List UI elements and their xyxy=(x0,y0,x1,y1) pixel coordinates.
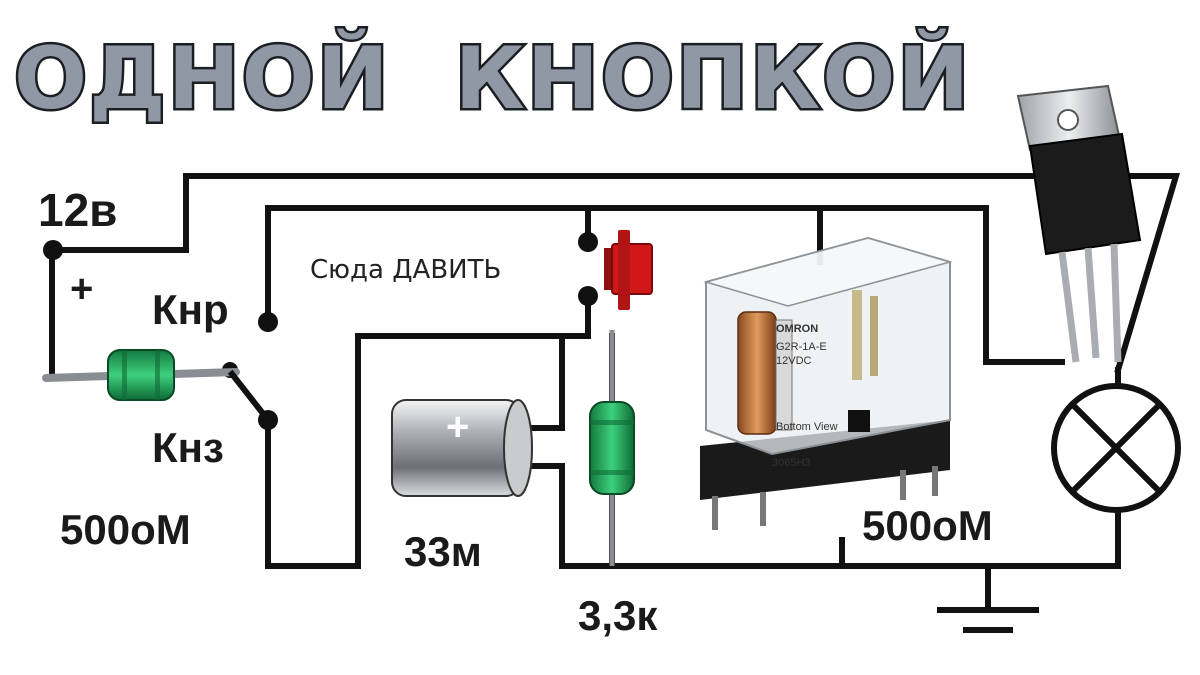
capacitor: + xyxy=(391,399,533,497)
relay-view: Bottom View xyxy=(776,421,838,433)
push-button xyxy=(604,230,653,310)
diode-body xyxy=(107,349,175,401)
lamp-symbol xyxy=(1051,383,1181,513)
resistor-value-label: 3,3к xyxy=(578,592,658,639)
relay-code: 3065H3 xyxy=(772,457,811,469)
relay-voltage: 12VDC xyxy=(776,355,812,367)
no-contact-label: Кнз xyxy=(152,424,224,471)
wiring xyxy=(49,173,1181,633)
capacitor-plus-sign: + xyxy=(446,405,469,449)
capacitor-value-label: 33м xyxy=(404,528,482,575)
title: ОДНОЙ КНОПКОЙ xyxy=(14,28,971,129)
plus-label: + xyxy=(70,267,93,311)
relay: OMRON G2R-1A-E 12VDC Bottom View 3065H3 xyxy=(700,236,953,530)
transistor xyxy=(1016,84,1142,363)
resistor xyxy=(589,330,635,566)
voltage-label: 12в xyxy=(38,184,117,236)
relay-resistance-label: 500оМ xyxy=(862,502,993,549)
relay-brand: OMRON xyxy=(776,323,818,335)
coil-resistance-left-label: 500оМ xyxy=(60,506,191,553)
push-here-label: Сюда ДАВИТЬ xyxy=(310,255,501,285)
relay-model: G2R-1A-E xyxy=(776,341,827,353)
nc-contact-label: Кнр xyxy=(152,286,229,333)
